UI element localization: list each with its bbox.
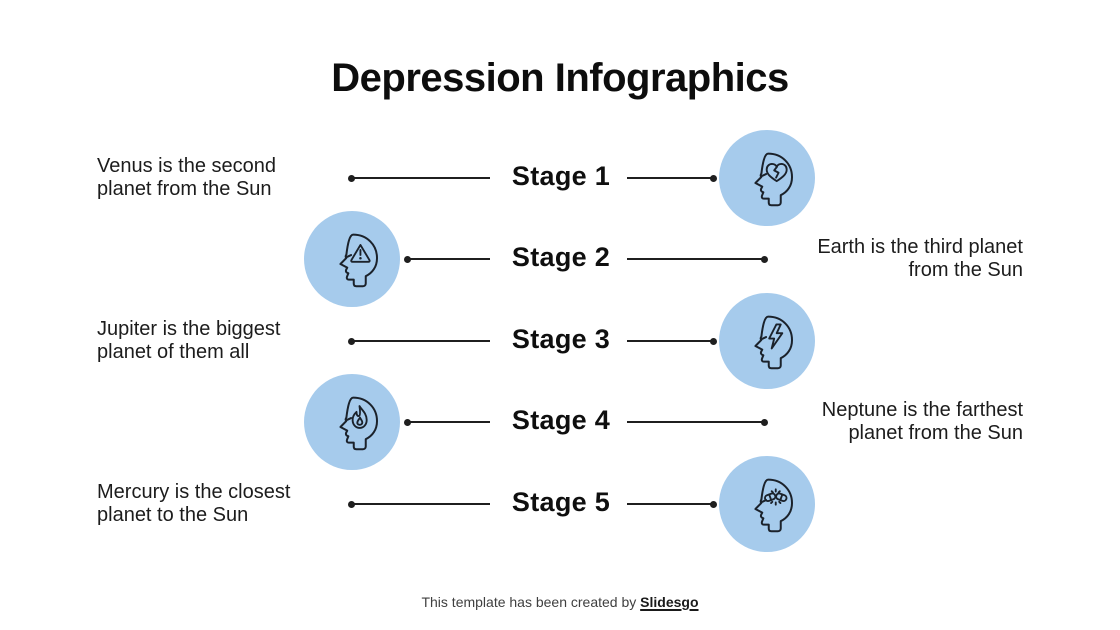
flame-head-icon [339, 396, 378, 451]
stage-4-description: Neptune is the farthest planet from the … [821, 399, 1023, 444]
stage-row-5: Mercury is the closest planet to the Sun… [0, 456, 1120, 552]
connector-line [348, 337, 490, 345]
stage-4-label: Stage 4 [511, 405, 611, 435]
stage-1-icon-circle [719, 130, 815, 226]
stage-3-icon-circle [719, 293, 815, 389]
stage-3-label: Stage 3 [511, 324, 611, 354]
connector-line [627, 174, 717, 182]
connector-line [404, 255, 490, 263]
stage-row-3: Jupiter is the biggest planet of them al… [0, 293, 1120, 389]
stage-1-label: Stage 1 [511, 161, 611, 191]
stage-row-4: Stage 4 Neptune is the farthest planet f… [0, 374, 1120, 470]
stage-1-description: Venus is the second planet from the Sun [97, 155, 277, 200]
connector-line [348, 500, 490, 508]
stage-2-label: Stage 2 [511, 242, 611, 272]
lightning-head-icon [754, 315, 793, 370]
stage-2-icon-circle [304, 211, 400, 307]
broken-heart-head-icon [754, 152, 793, 207]
slidesgo-link[interactable]: Slidesgo [640, 594, 699, 610]
stage-2-description: Earth is the third planet from the Sun [817, 236, 1023, 281]
medication-head-icon [754, 478, 793, 533]
connector-line [627, 418, 768, 426]
stage-5-label: Stage 5 [511, 487, 611, 517]
stage-5-icon-circle [719, 456, 815, 552]
connector-line [627, 500, 717, 508]
stage-5-description: Mercury is the closest planet to the Sun [97, 481, 291, 526]
connector-line [627, 255, 768, 263]
connector-line [404, 418, 490, 426]
page-title: Depression Infographics [331, 56, 789, 100]
warning-head-icon [339, 233, 378, 288]
stage-row-1: Venus is the second planet from the Sun … [0, 130, 1120, 226]
connector-line [348, 174, 490, 182]
connector-line [627, 337, 717, 345]
footer-credit: This template has been created by Slides… [0, 594, 1120, 610]
stage-4-icon-circle [304, 374, 400, 470]
stage-3-description: Jupiter is the biggest planet of them al… [97, 318, 281, 363]
footer-credit-text: This template has been created by [421, 594, 641, 610]
stage-row-2: Stage 2 Earth is the third planet from t… [0, 211, 1120, 307]
